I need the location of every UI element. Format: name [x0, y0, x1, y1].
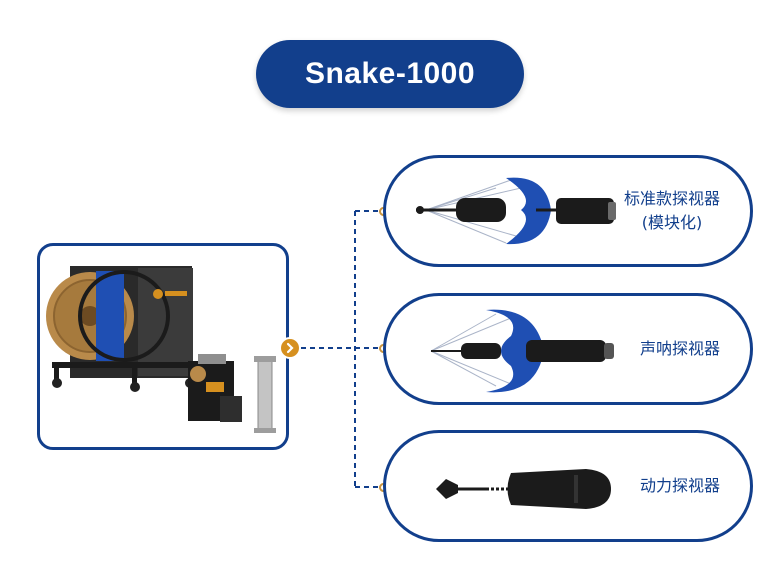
- title-banner: Snake-1000: [256, 40, 524, 108]
- probe-card-standard: 标准款探视器 (模块化): [383, 155, 753, 267]
- standard-probe-image: [416, 177, 616, 245]
- powered-probe-image: [436, 469, 611, 509]
- reel-cart-image: [46, 266, 276, 433]
- probe-card-sonar: 声呐探视器: [383, 293, 753, 405]
- product-title: Snake-1000: [304, 57, 476, 90]
- main-unit-panel: [37, 243, 289, 450]
- expand-arrow-icon: [279, 337, 301, 359]
- probe-label-powered: 动力探视器: [639, 476, 720, 495]
- sonar-probe-image: [430, 309, 614, 393]
- probe-label-sonar: 声呐探视器: [639, 339, 720, 358]
- probe-card-powered: 动力探视器: [383, 430, 753, 542]
- probe-label-standard: 标准款探视器 (模块化): [623, 189, 720, 232]
